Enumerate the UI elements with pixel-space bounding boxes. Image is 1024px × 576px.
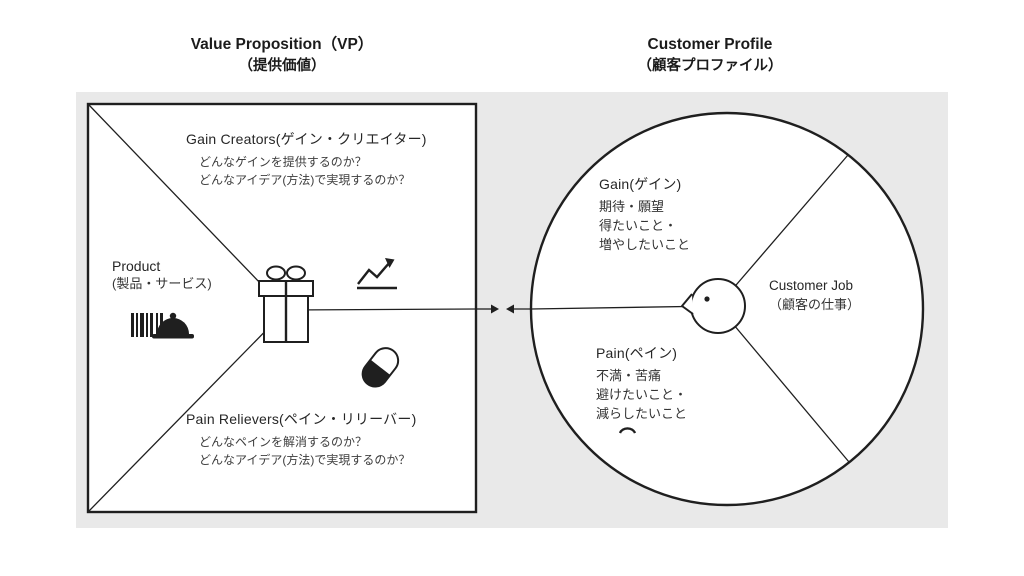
pain-relievers-title: Pain Relievers(ペイン・リリーバー) <box>186 411 417 427</box>
gain-creators-line-1: どんなゲインを提供するのか？ <box>199 155 367 169</box>
gain-line-3: 増やしたいこと <box>599 237 691 252</box>
pain-line-1: 不満・苦痛 <box>596 368 662 383</box>
vp-header-title: Value Proposition（VP） <box>190 36 374 53</box>
gain-line-1: 期待・願望 <box>599 199 665 214</box>
gain-creators-section: Gain Creators(ゲイン・クリエイター) どんなゲインを提供するのか？… <box>186 129 427 189</box>
pain-line-3: 減らしたいこと <box>596 406 688 421</box>
gain-section: Gain(ゲイン) 期待・願望 得たいこと・ 増やしたいこと <box>599 174 690 254</box>
customer-job-title: Customer Job <box>769 278 854 293</box>
customer-job-subtitle: （顧客の仕事） <box>769 297 861 312</box>
customer-job-section: Customer Job （顧客の仕事） <box>769 276 860 314</box>
gain-title: Gain(ゲイン) <box>599 176 682 192</box>
pain-relievers-section: Pain Relievers(ペイン・リリーバー) どんなペインを解消するのか？… <box>186 409 416 469</box>
vp-header-subtitle: （提供価値） <box>238 58 326 74</box>
gain-creators-title: Gain Creators(ゲイン・クリエイター) <box>186 131 427 147</box>
pain-relievers-line-2: どんなアイデア(方法)で実現するのか？ <box>199 453 411 467</box>
gain-creators-line-2: どんなアイデア(方法)で実現するのか？ <box>199 173 411 187</box>
customer-header-title: Customer Profile <box>647 36 773 53</box>
pain-title: Pain(ペイン) <box>596 345 678 361</box>
product-title: Product <box>112 258 161 274</box>
pain-section: Pain(ペイン) 不満・苦痛 避けたいこと・ 減らしたいこと <box>596 343 687 423</box>
product-subtitle: (製品・サービス) <box>112 276 212 291</box>
customer-header-subtitle: （顧客プロファイル） <box>637 58 783 74</box>
product-section: Product (製品・サービス) <box>112 258 212 294</box>
gain-line-2: 得たいこと・ <box>599 218 678 233</box>
pain-relievers-line-1: どんなペインを解消するのか？ <box>199 435 368 449</box>
pain-line-2: 避けたいこと・ <box>596 387 688 402</box>
